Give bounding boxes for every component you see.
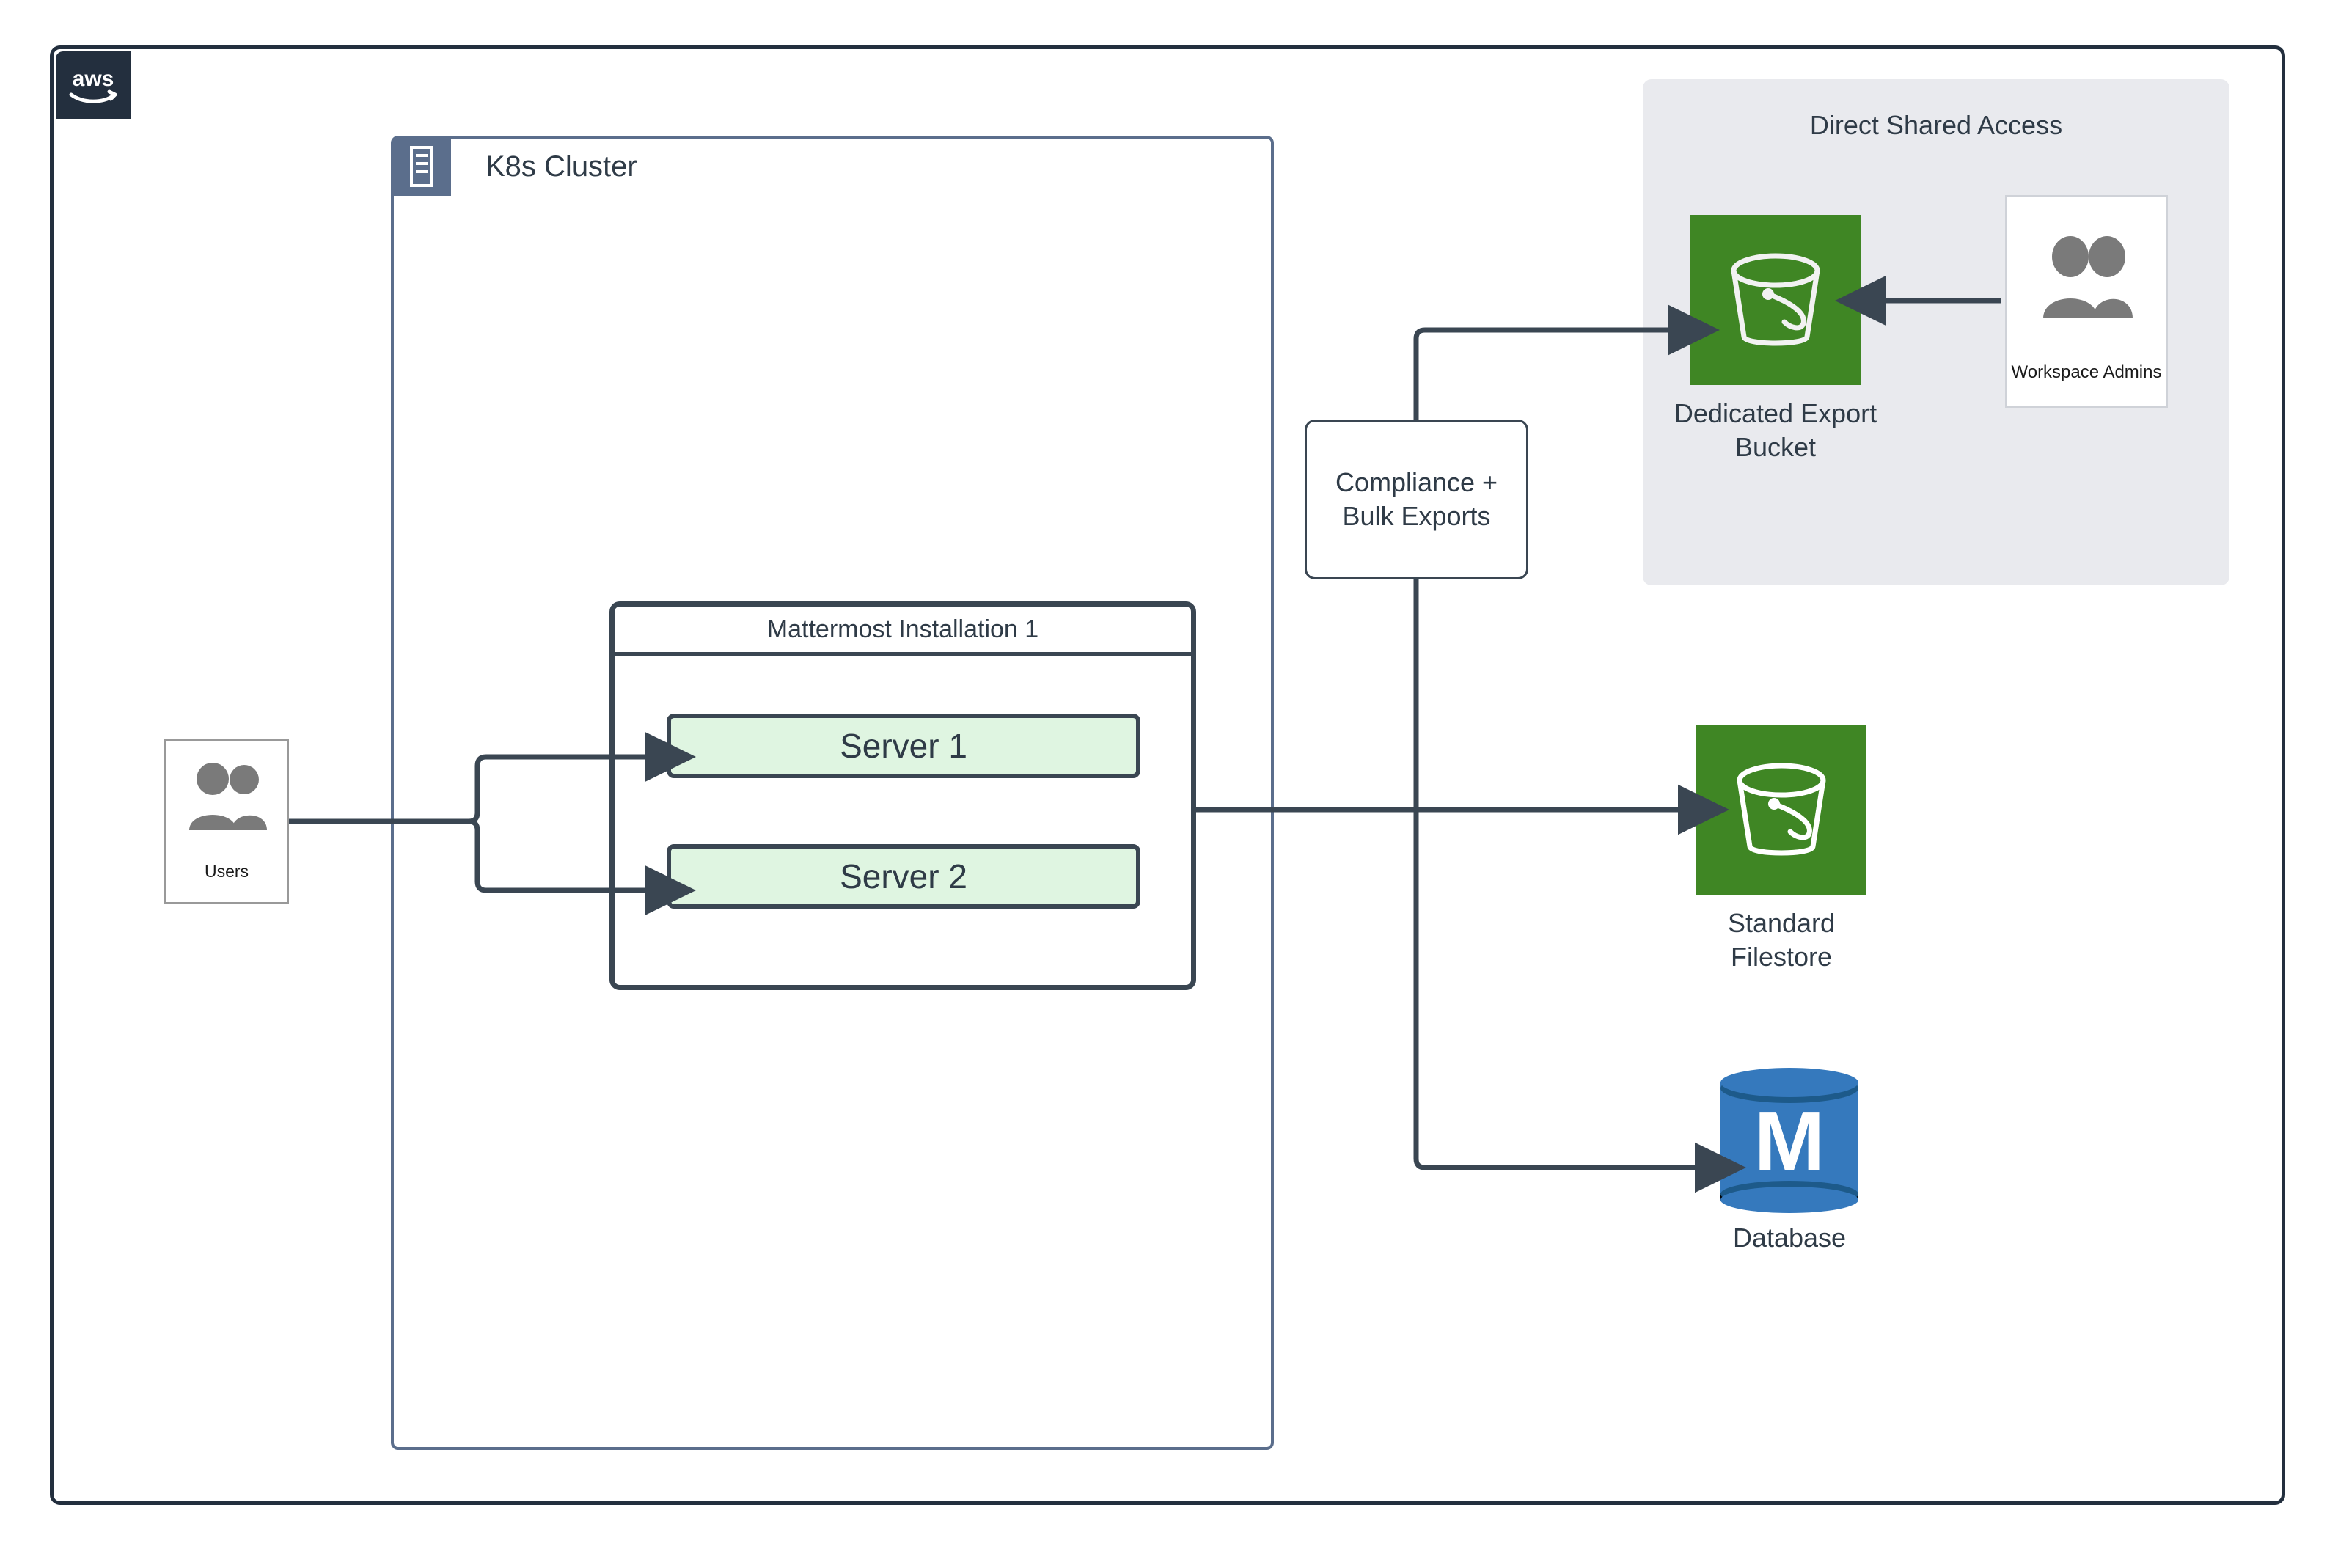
aws-logo-icon: aws bbox=[56, 51, 131, 119]
dedicated-export-bucket-label: Dedicated Export Bucket bbox=[1674, 398, 1877, 463]
workspace-admins-label: Workspace Admins bbox=[2011, 362, 2162, 382]
aws-cloud-boundary bbox=[50, 45, 2285, 1505]
mattermost-installation-header: Mattermost Installation 1 bbox=[615, 607, 1191, 656]
mattermost-database-icon: M bbox=[1720, 1068, 1858, 1213]
mattermost-installation-box: Mattermost Installation 1 Server 1 Serve… bbox=[609, 601, 1196, 990]
k8s-cluster-boundary bbox=[391, 136, 1274, 1450]
svg-text:aws: aws bbox=[73, 67, 114, 91]
s3-bucket-icon bbox=[1696, 725, 1866, 895]
mattermost-installation-title: Mattermost Installation 1 bbox=[766, 615, 1039, 643]
server-rack-icon bbox=[392, 137, 451, 196]
database-node[interactable]: M Database bbox=[1716, 1063, 1863, 1254]
people-icon bbox=[2037, 232, 2139, 326]
server-node-1[interactable]: Server 1 bbox=[667, 714, 1140, 778]
standard-filestore-label: Standard Filestore bbox=[1727, 908, 1836, 972]
server-node-2[interactable]: Server 2 bbox=[667, 844, 1140, 909]
direct-shared-access-title: Direct Shared Access bbox=[1809, 110, 2063, 140]
standard-filestore-node[interactable]: Standard Filestore bbox=[1696, 725, 1902, 974]
workspace-admins-node[interactable]: Workspace Admins bbox=[2005, 195, 2168, 408]
compliance-bulk-exports-node[interactable]: Compliance + Bulk Exports bbox=[1305, 420, 1528, 579]
s3-bucket-icon bbox=[1690, 215, 1861, 385]
people-icon bbox=[185, 757, 271, 838]
server-label-1: Server 1 bbox=[840, 727, 967, 765]
compliance-bulk-exports-label: Compliance + Bulk Exports bbox=[1335, 466, 1498, 531]
server-label-2: Server 2 bbox=[840, 857, 967, 895]
k8s-cluster-label: K8s Cluster bbox=[485, 150, 637, 183]
users-node[interactable]: Users bbox=[164, 739, 289, 904]
svg-text:M: M bbox=[1754, 1093, 1825, 1189]
users-label: Users bbox=[204, 862, 249, 881]
database-label: Database bbox=[1732, 1223, 1847, 1253]
dedicated-export-bucket-node[interactable]: Dedicated Export Bucket bbox=[1674, 215, 1897, 464]
